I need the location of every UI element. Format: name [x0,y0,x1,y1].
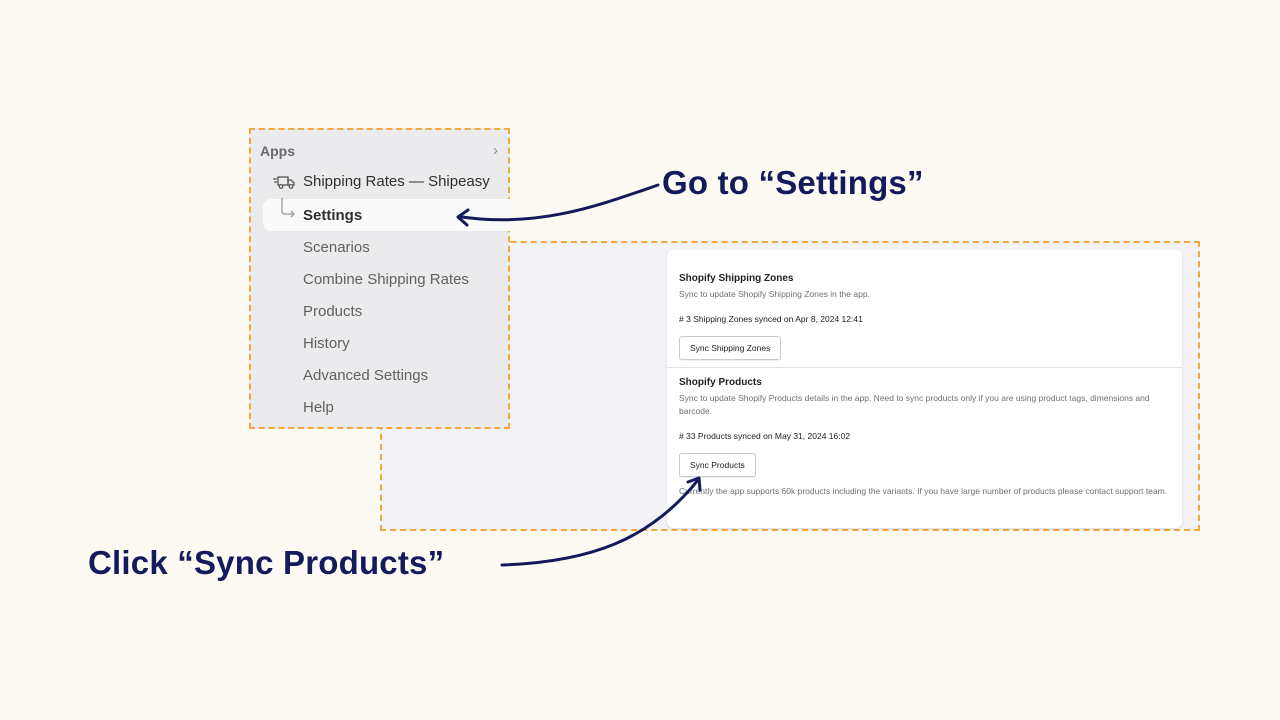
sidebar-item-products[interactable]: Products [303,303,363,320]
sync-settings-card: Shopify Shipping Zones Sync to update Sh… [667,250,1182,528]
sidebar-item-settings-label[interactable]: Settings [303,207,363,224]
sidebar-item-help[interactable]: Help [303,399,334,416]
section-divider [667,367,1182,368]
sync-shipping-zones-button[interactable]: Sync Shipping Zones [679,336,782,360]
shipping-zones-sync-status: # 3 Shipping Zones synced on Apr 8, 2024… [679,314,863,324]
shipping-zones-title: Shopify Shipping Zones [679,273,794,284]
products-section: Shopify Products Sync to update Shopify … [679,377,1170,418]
go-to-settings-callout: Go to “Settings” [662,164,924,201]
sync-products-button[interactable]: Sync Products [679,453,756,477]
truck-icon [273,175,295,189]
sidebar-item-history[interactable]: History [303,335,350,352]
products-sync-status: # 33 Products synced on May 31, 2024 16:… [679,431,851,441]
app-navigation: Apps › Shipping Rates — Shipeasy Setting… [249,128,510,429]
sidebar-item-scenarios[interactable]: Scenarios [303,239,370,256]
products-description: Sync to update Shopify Products details … [679,393,1150,416]
shipping-zones-section: Shopify Shipping Zones Sync to update Sh… [679,273,1170,301]
chevron-right-icon[interactable]: › [493,142,498,159]
app-item-shipping-rates[interactable]: Shipping Rates — Shipeasy [273,173,490,190]
products-title: Shopify Products [679,377,762,388]
app-name: Shipping Rates — Shipeasy [303,173,490,190]
apps-heading[interactable]: Apps [260,143,295,159]
sidebar-item-combine-shipping-rates[interactable]: Combine Shipping Rates [303,271,469,288]
sidebar-item-advanced-settings[interactable]: Advanced Settings [303,367,429,384]
shipping-zones-description: Sync to update Shopify Shipping Zones in… [679,289,870,299]
products-limit-note: Currently the app supports 60k products … [679,486,1168,496]
sidebar-item-settings[interactable] [263,199,510,231]
branch-arrow-icon [281,198,295,218]
click-sync-products-callout: Click “Sync Products” [88,544,445,581]
